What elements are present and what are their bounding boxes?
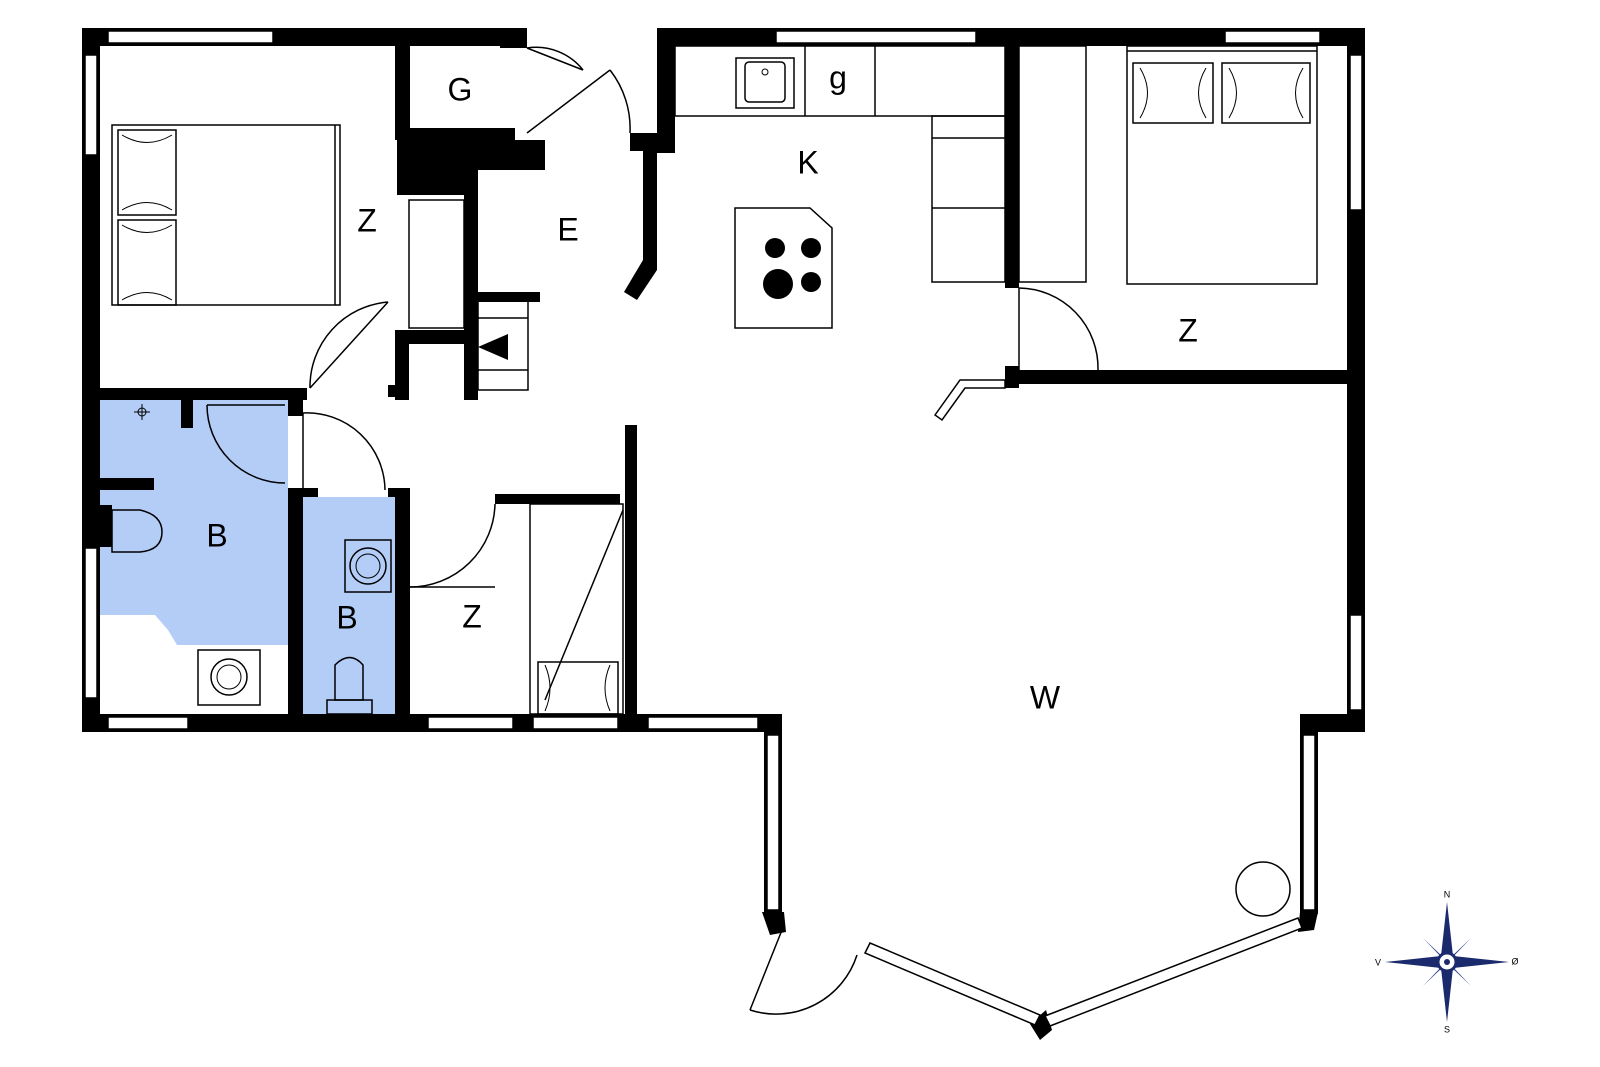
stairs bbox=[408, 199, 529, 391]
bed-nw bbox=[111, 124, 341, 306]
fireplace bbox=[933, 379, 1291, 917]
compass-rose-icon: N S Ø V bbox=[1375, 889, 1519, 1034]
compass-east-label: Ø bbox=[1511, 956, 1518, 966]
compass-north-label: N bbox=[1444, 889, 1451, 899]
room-label-bedroom-nw: Z bbox=[357, 202, 377, 238]
compass-south-label: S bbox=[1444, 1024, 1450, 1034]
room-label-storage: G bbox=[448, 71, 473, 107]
doors bbox=[206, 46, 1099, 1015]
bay-windows bbox=[766, 734, 1316, 1027]
room-label-bath-small: B bbox=[336, 599, 357, 635]
room-label-bedroom-ne: Z bbox=[1178, 312, 1198, 348]
room-label-entrance: E bbox=[557, 211, 578, 247]
bed-ne bbox=[1018, 45, 1318, 285]
room-label-kitchen: K bbox=[797, 144, 818, 180]
bath-fixtures bbox=[111, 404, 392, 715]
room-labels: Z G E K g Z B B Z W bbox=[206, 59, 1197, 715]
bathroom-large-floor bbox=[100, 400, 288, 645]
room-label-bedroom-small: Z bbox=[462, 598, 482, 634]
bunk-bed bbox=[529, 503, 624, 715]
room-label-kitchen-g: g bbox=[829, 59, 847, 95]
exterior-windows bbox=[84, 30, 1363, 730]
compass-west-label: V bbox=[1375, 957, 1381, 967]
room-label-living: W bbox=[1030, 679, 1061, 715]
room-label-bath-large: B bbox=[206, 517, 227, 553]
interior-walls bbox=[82, 28, 1365, 732]
bathroom-small-floor bbox=[303, 497, 395, 714]
kitchen-fixtures bbox=[674, 45, 1006, 329]
